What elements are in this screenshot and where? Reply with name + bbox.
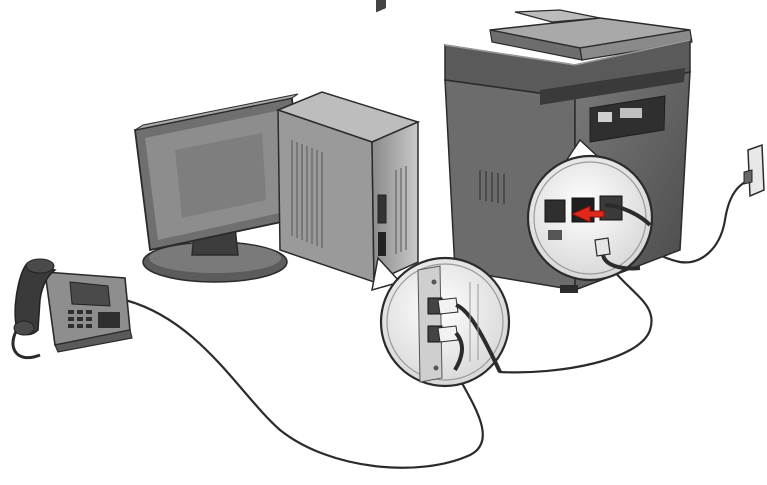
wall-jack-icon xyxy=(744,0,764,196)
monitor-icon xyxy=(135,94,300,282)
telephone-icon xyxy=(13,259,132,358)
computer-port-callout xyxy=(372,258,509,386)
computer-tower-icon xyxy=(278,0,418,282)
